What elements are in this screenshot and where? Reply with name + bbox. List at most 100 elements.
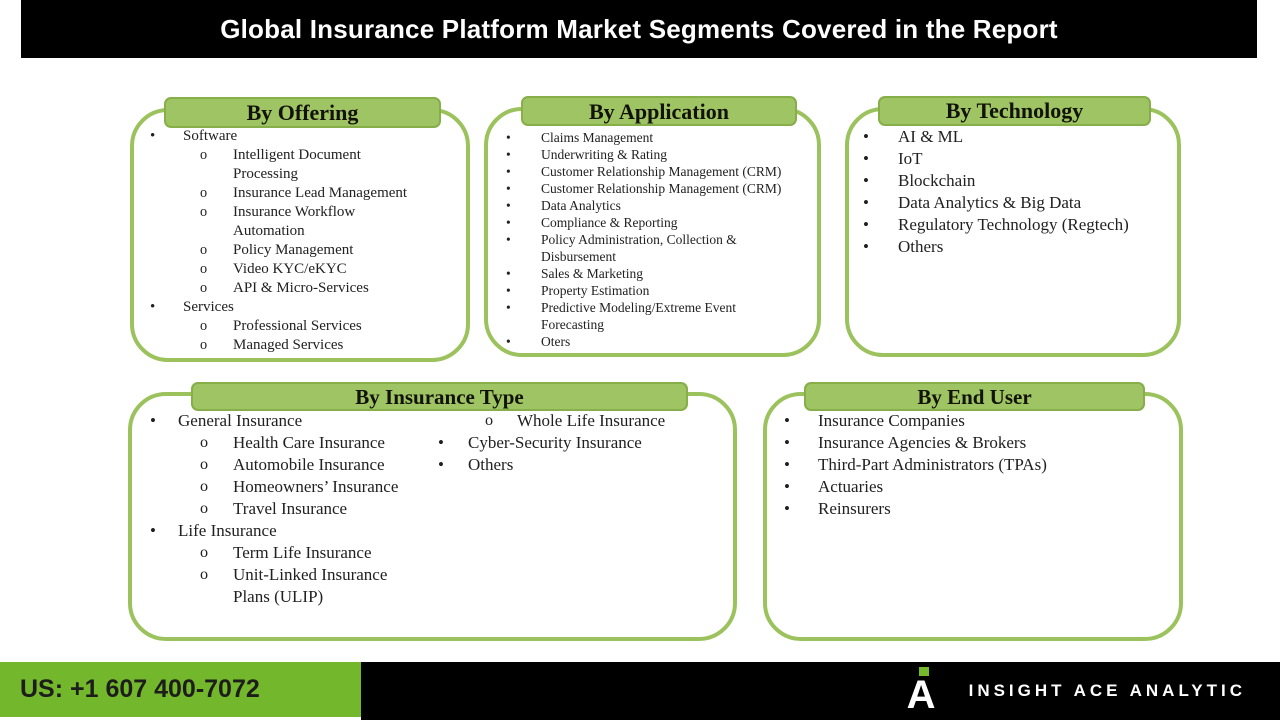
circle-marker-icon: o — [200, 185, 208, 201]
bullet-marker-icon: • — [863, 171, 869, 190]
footer-phone-block: US: +1 607 400-7072 — [0, 662, 361, 717]
circle-marker-icon: o — [200, 242, 208, 258]
list-item-label: Video KYC/eKYC — [233, 261, 347, 277]
list-item-label: Unit-Linked Insurance Plans (ULIP) — [233, 565, 388, 606]
brand-logo-icon: A — [905, 664, 943, 718]
list-item-label: Health Care Insurance — [233, 433, 385, 452]
list-item-label: Life Insurance — [178, 521, 277, 540]
list-item-label: AI & ML — [898, 127, 964, 146]
list-item-label: Insurance Lead Management — [233, 185, 408, 201]
circle-marker-icon: o — [485, 412, 494, 429]
section-title-bar: By Application — [521, 96, 797, 126]
list-item-label: Customer Relationship Management (CRM) — [541, 164, 782, 179]
list-item-label: Homeowners’ Insurance — [233, 477, 399, 496]
bullet-marker-icon: • — [506, 198, 511, 213]
bullet-marker-icon: • — [863, 193, 869, 212]
brand-name: INSIGHT ACE ANALYTIC — [968, 681, 1246, 700]
list-item: • Others — [438, 454, 727, 476]
list-item: •Customer Relationship Management (CRM) — [506, 163, 811, 180]
circle-marker-icon: o — [200, 434, 209, 451]
list-item-label: Third-Part Administrators (TPAs) — [818, 455, 1047, 474]
list-item: o Whole Life Insurance — [485, 410, 727, 432]
list-column: • Insurance Companies • Insurance Agencies … — [784, 410, 1173, 520]
bullet-marker-icon: • — [506, 300, 511, 315]
list-column: •Claims Management•Underwriting & Rating… — [506, 129, 811, 350]
list-item-label: Insurance Agencies & Brokers — [818, 433, 1027, 452]
list-item-label: Others — [468, 455, 514, 474]
circle-marker-icon: o — [200, 204, 208, 220]
bullet-marker-icon: • — [506, 266, 511, 281]
list-item: •Predictive Modeling/Extreme Event Forec… — [506, 299, 811, 333]
list-item: •General Insurance — [150, 410, 438, 432]
list-item: •Software — [150, 127, 460, 146]
list-item-label: Data Analytics & Big Data — [898, 193, 1082, 212]
list-item-label: API & Micro-Services — [233, 280, 369, 296]
list-item: •Compliance & Reporting — [506, 214, 811, 231]
list-item-label: Data Analytics — [541, 198, 621, 213]
list-item-label: Oters — [541, 334, 571, 349]
section-by-technology: •AI & ML•IoT•Blockchain•Data Analytics &… — [845, 96, 1181, 357]
circle-marker-icon: o — [200, 544, 209, 561]
circle-marker-icon: o — [200, 318, 208, 334]
list-item-label: Cyber-Security Insurance — [468, 433, 642, 452]
list-item-label: Customer Relationship Management (CRM) — [541, 181, 782, 196]
list-item: •IoT — [863, 148, 1171, 170]
list-item-label: Professional Services — [233, 318, 362, 334]
list-item-label: Whole Life Insurance — [517, 411, 666, 430]
bullet-marker-icon: • — [438, 433, 444, 452]
list-item: • Insurance Agencies & Brokers — [784, 432, 1173, 454]
section-title: By Offering — [246, 100, 359, 125]
circle-marker-icon: o — [200, 337, 208, 353]
list-item: • Cyber-Security Insurance — [438, 432, 727, 454]
section-by-application: •Claims Management•Underwriting & Rating… — [484, 96, 821, 357]
list-item-label: General Insurance — [178, 411, 303, 430]
list-item-label: Others — [898, 237, 944, 256]
list-item-label: Actuaries — [818, 477, 884, 496]
logo-letter-a: A — [906, 673, 936, 717]
bullet-marker-icon: • — [506, 147, 511, 162]
list-item: •Actuaries — [784, 476, 1173, 498]
phone-number: US: +1 607 400-7072 — [20, 675, 260, 703]
list-item-label: Claims Management — [541, 130, 654, 145]
list-item-label: Insurance Companies — [818, 411, 965, 430]
bullet-marker-icon: • — [506, 130, 511, 145]
list-item: • Oters — [506, 333, 811, 350]
list-item: • Claims Management — [506, 129, 811, 146]
bullet-marker-icon: • — [863, 237, 869, 256]
list-column: •General Insurance o Health Care Insurance… — [150, 410, 438, 608]
list-item-label: Travel Insurance — [233, 499, 348, 518]
circle-marker-icon: o — [200, 261, 208, 277]
bullet-marker-icon: • — [784, 433, 790, 452]
bullet-marker-icon: • — [784, 411, 790, 430]
list-item: • Others — [863, 236, 1171, 258]
section-title: By End User — [917, 384, 1032, 409]
section-title: By Application — [589, 98, 729, 124]
bullet-marker-icon: • — [438, 455, 444, 474]
list-item: •Blockchain — [863, 170, 1171, 192]
bullet-marker-icon: • — [863, 127, 869, 146]
list-item-label: Property Estimation — [541, 283, 650, 298]
list-column: •AI & ML•IoT•Blockchain•Data Analytics &… — [863, 126, 1171, 258]
bullet-marker-icon: • — [506, 334, 511, 349]
list-item: •Regulatory Technology (Regtech) — [863, 214, 1171, 236]
list-item: •Life Insurance — [150, 520, 438, 542]
list-item: •Customer Relationship Management (CRM) — [506, 180, 811, 197]
list-item: •Policy Administration, Collection & Dis… — [506, 231, 811, 265]
list-item-label: Term Life Insurance — [233, 543, 372, 562]
bullet-marker-icon: • — [506, 215, 511, 230]
section-list: •Claims Management•Underwriting & Rating… — [488, 111, 817, 350]
section-title-bar: By End User — [804, 382, 1145, 411]
list-item: •Services — [150, 298, 460, 317]
list-item-label: Regulatory Technology (Regtech) — [898, 215, 1129, 234]
section-by-end-user: • Insurance Companies • Insurance Agencies … — [763, 382, 1183, 641]
page-title: Global Insurance Platform Market Segment… — [220, 13, 1058, 44]
bullet-marker-icon: • — [506, 232, 511, 247]
section-title-bar: By Insurance Type — [191, 382, 688, 411]
circle-marker-icon: o — [200, 478, 209, 495]
